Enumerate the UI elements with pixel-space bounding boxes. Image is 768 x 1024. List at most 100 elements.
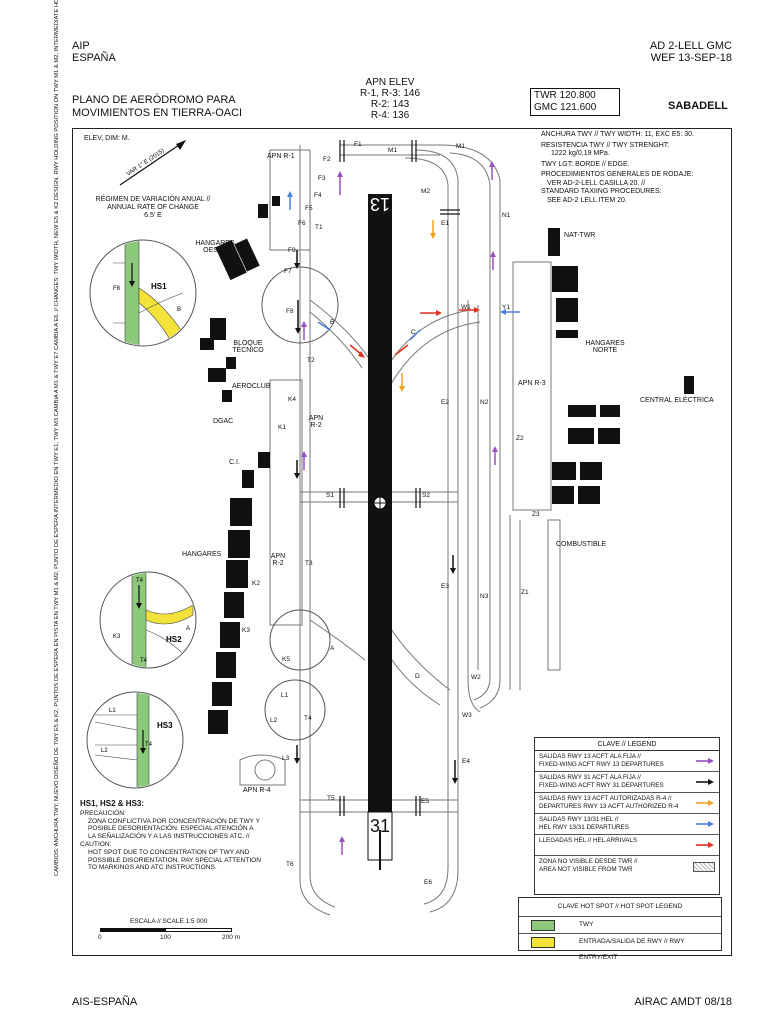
taxiway-label: N1 bbox=[502, 212, 511, 219]
taxiway-label: E5 bbox=[421, 798, 429, 805]
chart-title-line1: PLANO DE AERÓDROMO PARA bbox=[72, 94, 236, 106]
taxiway-label: N3 bbox=[480, 593, 489, 600]
hotspot-note-l1: PRECAUCIÓN: bbox=[80, 809, 126, 817]
chart-title-line2: MOVIMIENTOS EN TIERRA-OACI bbox=[72, 107, 243, 119]
route-arrow-icon bbox=[695, 841, 715, 849]
apron-r3 bbox=[512, 261, 552, 511]
info-line4: TWY LGT: BORDE // EDGE. bbox=[541, 160, 630, 168]
apn-elev-r1: R-1, R-3: 146 bbox=[359, 88, 421, 99]
taxiway-label: S2 bbox=[422, 492, 430, 499]
hotspot-legend-entry-label: ENTRADA/SALIDA DE RWY // RWY ENTRY/EXIT bbox=[579, 938, 685, 961]
legend-row-text: AREA NOT VISIBLE FROM TWR bbox=[539, 865, 633, 873]
apron-r4 bbox=[239, 754, 286, 786]
variation-line1: RÉGIMEN DE VARIACIÓN ANUAL // bbox=[95, 196, 211, 203]
north-arrow bbox=[119, 142, 183, 186]
hotspot-legend-title: CLAVE HOT SPOT // HOT SPOT LEGEND bbox=[557, 903, 683, 910]
rwy-31-designator: 31 bbox=[370, 816, 390, 836]
route-arrow-icon bbox=[695, 757, 715, 765]
variation-line3: 6.5' E bbox=[144, 212, 162, 219]
label-apn-r4: APN R-4 bbox=[243, 787, 271, 794]
taxiway-label: T2 bbox=[307, 357, 315, 364]
hotspot-legend: CLAVE HOT SPOT // HOT SPOT LEGEND TWY EN… bbox=[518, 897, 722, 961]
taxiway-label: M1 bbox=[388, 147, 397, 154]
taxiway-label: F3 bbox=[318, 175, 326, 182]
doc-ref: AD 2-LELL GMC bbox=[649, 40, 732, 52]
label-dgac: DGAC bbox=[213, 418, 234, 425]
route-arrow-icon bbox=[695, 820, 715, 828]
label-hangares: HANGARES bbox=[182, 551, 222, 558]
legend-row: SALIDAS RWY 31 ACFT ALA FIJA //FIXED-WIN… bbox=[535, 772, 719, 793]
taxiway-label: K4 bbox=[288, 396, 296, 403]
hs2-inset: T4 K3 T4 A HS2 bbox=[99, 571, 197, 669]
apn-elev-r4: R-4: 136 bbox=[370, 110, 410, 121]
legend-row-text: SALIDAS RWY 13/31 HEL // bbox=[539, 816, 619, 823]
taxiway-label: T4 bbox=[304, 715, 312, 722]
hot-spot-hs1-map bbox=[261, 266, 339, 344]
taxiway-label: L1 bbox=[281, 692, 289, 699]
svg-text:K3: K3 bbox=[113, 634, 121, 640]
route-arrow-icon bbox=[695, 778, 715, 786]
taxiway-label: E1 bbox=[441, 220, 449, 227]
label-hangares-norte: HANGARES NORTE bbox=[585, 340, 625, 354]
scale-tick-100: 100 bbox=[160, 934, 171, 941]
svg-text:A: A bbox=[186, 626, 190, 632]
label-apn-r3: APN R-3 bbox=[518, 380, 546, 387]
taxiway-label: E4 bbox=[462, 758, 470, 765]
taxiway-label: T6 bbox=[286, 861, 294, 868]
hotspot-note-heading: HS1, HS2 & HS3: bbox=[80, 799, 145, 808]
scale-label: ESCALA // SCALE 1:5 000 bbox=[130, 918, 208, 925]
footer-left: AIS-ESPAÑA bbox=[72, 996, 138, 1008]
legend-row: ZONA NO VISIBLE DESDE TWR //AREA NOT VIS… bbox=[535, 856, 719, 877]
taxiway-label: E2 bbox=[441, 399, 449, 406]
variation-label: VAR 1° E (2015) bbox=[126, 148, 166, 178]
label-hangares-oeste: HANGARES OESTE bbox=[195, 240, 235, 254]
legend-row-text: SALIDAS RWY 13 ACFT ALA FIJA // bbox=[539, 753, 641, 760]
svg-text:T4: T4 bbox=[136, 578, 144, 584]
taxiway-label: A bbox=[330, 645, 335, 652]
taxiway-label: W2 bbox=[471, 674, 481, 681]
footer-right: AIRAC AMDT 08/18 bbox=[634, 996, 732, 1008]
taxiway-label: Z2 bbox=[516, 435, 524, 442]
taxiway-label: W1 bbox=[461, 304, 471, 311]
taxiway-label: K2 bbox=[252, 580, 260, 587]
hotspot-note-l7: POSSIBLE DISORIENTATION. PAY SPECIAL ATT… bbox=[88, 856, 262, 864]
taxiway-label: E6 bbox=[424, 879, 432, 886]
twy-swatch bbox=[531, 920, 555, 931]
scale-tick-200: 200 m bbox=[222, 934, 241, 941]
label-apn-r2a: APN R-2 bbox=[308, 415, 324, 429]
scale-tick-0: 0 bbox=[98, 934, 102, 941]
hotspot-legend-twy-label: TWY bbox=[579, 921, 594, 928]
legend-rows: SALIDAS RWY 13 ACFT ALA FIJA //FIXED-WIN… bbox=[535, 751, 719, 877]
taxiway-label: W3 bbox=[462, 712, 472, 719]
info-line8: SEE AD-2 LELL ITEM 20. bbox=[547, 196, 627, 204]
label-combustible: COMBUSTIBLE bbox=[556, 541, 607, 548]
hotspot-note-l5: CAUTION: bbox=[80, 840, 112, 848]
label-apn-r1: APN R-1 bbox=[267, 153, 295, 160]
taxiway-label: D bbox=[415, 673, 420, 680]
taxiway-label: C bbox=[411, 329, 416, 336]
legend-title: CLAVE // LEGEND bbox=[535, 738, 719, 751]
hotspot-legend-entry: ENTRADA/SALIDA DE RWY // RWY ENTRY/EXIT bbox=[519, 933, 721, 961]
apron-r2 bbox=[269, 379, 303, 626]
hs1-label: HS1 bbox=[151, 282, 167, 291]
gmc-frequency: GMC 121.600 bbox=[534, 102, 597, 113]
taxiway-label: N2 bbox=[480, 399, 489, 406]
legend-row-text: FIXED-WING ACFT RWY 31 DEPARTURES bbox=[539, 781, 664, 789]
elev-dim-note: ELEV, DIM: M. bbox=[84, 135, 130, 142]
country-label: ESPAÑA bbox=[72, 52, 116, 64]
legend-row-text: ZONA NO VISIBLE DESDE TWR // bbox=[539, 858, 638, 865]
aip-label: AIP bbox=[72, 40, 90, 52]
svg-text:L2: L2 bbox=[101, 748, 108, 754]
legend-row: SALIDAS RWY 13 ACFT ALA FIJA //FIXED-WIN… bbox=[535, 751, 719, 772]
hs3-label: HS3 bbox=[157, 721, 173, 730]
taxiway-label: F8 bbox=[286, 308, 294, 315]
taxiway-label: F5 bbox=[305, 205, 313, 212]
taxiway-label: Z3 bbox=[532, 511, 540, 518]
taxiway-label: F7 bbox=[284, 268, 292, 275]
taxiway-label: F9 bbox=[288, 247, 296, 254]
taxiway-w bbox=[467, 300, 481, 713]
hs3-inset: L1 L2 T4 HS3 bbox=[86, 691, 184, 789]
legend-row-text: FIXED-WING ACFT RWY 13 DEPARTURES bbox=[539, 760, 664, 768]
svg-text:F8: F8 bbox=[113, 286, 121, 292]
apn-elev-block: APN ELEV R-1, R-3: 146 R-2: 143 R-4: 136 bbox=[350, 77, 430, 121]
